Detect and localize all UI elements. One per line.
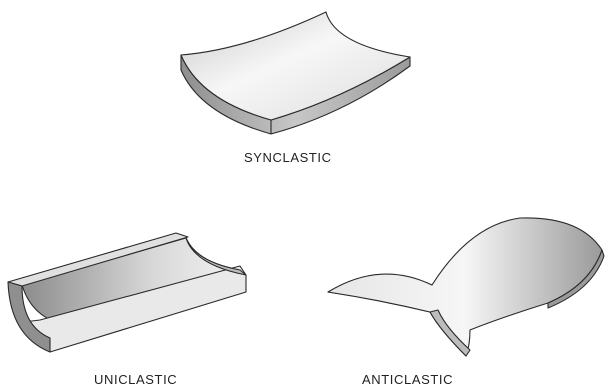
uniclastic-label: UNICLASTIC bbox=[94, 372, 177, 387]
synclastic-label: SYNCLASTIC bbox=[244, 150, 332, 165]
anticlastic-label: ANTICLASTIC bbox=[362, 372, 453, 387]
uniclastic-shape bbox=[8, 233, 246, 352]
synclastic-shape bbox=[181, 12, 410, 134]
anticlastic-surface bbox=[328, 218, 602, 356]
anticlastic-shape bbox=[328, 218, 604, 356]
